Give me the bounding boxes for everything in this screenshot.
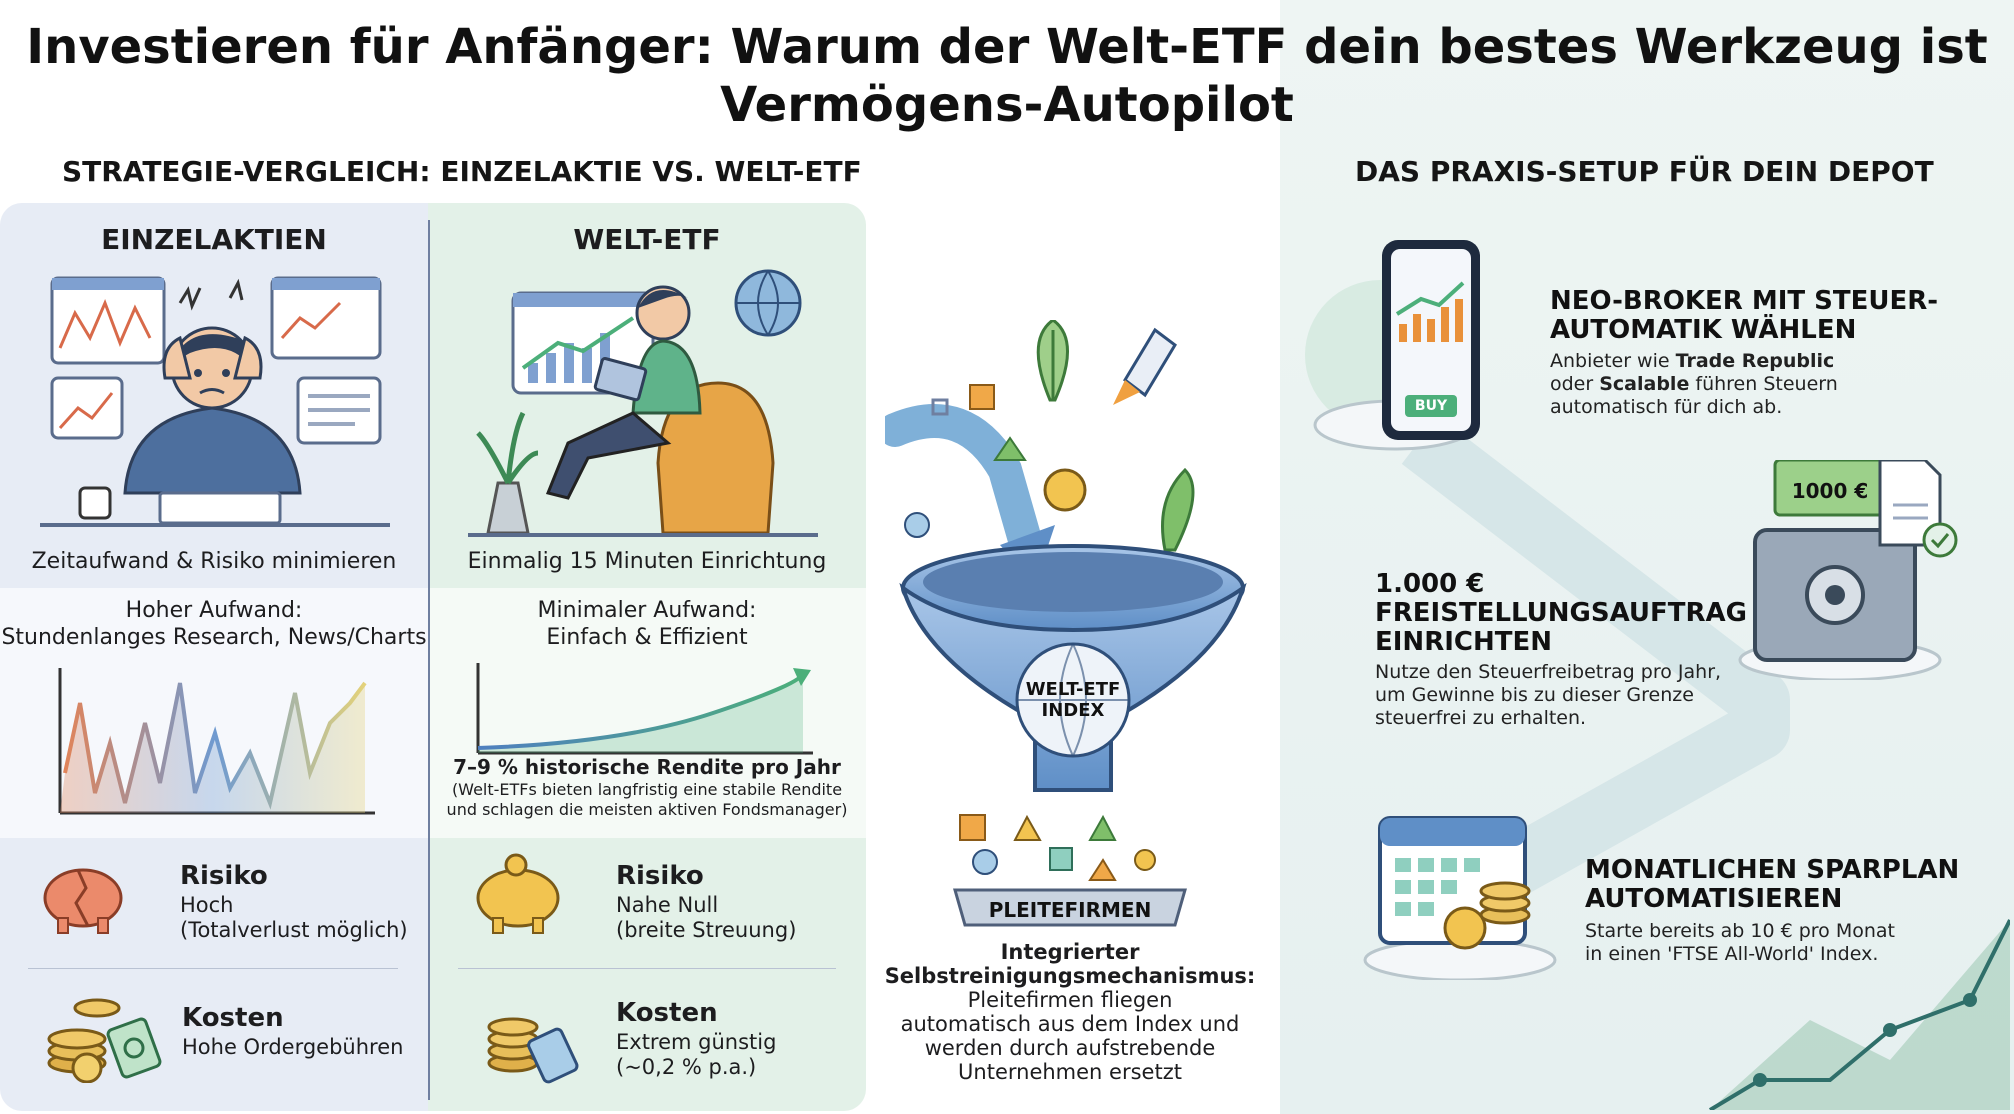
funnel-label-line2: INDEX <box>1042 700 1105 721</box>
welt-etf-risk-sub2: (breite Streuung) <box>616 918 797 942</box>
relaxed-investor-illustration <box>468 269 818 537</box>
broken-piggy-bank-icon <box>43 868 123 934</box>
funnel-caption-title2: Selbstreinigungsmechanismus: <box>884 964 1256 988</box>
step3-desc-line1: Starte bereits ab 10 € pro Monat <box>1585 920 1896 942</box>
page-title: Investieren für Anfänger: Warum der Welt… <box>0 18 2014 134</box>
title-line-1: Investieren für Anfänger: Warum der Welt… <box>26 19 1988 75</box>
safe-and-document-icon: 1000 € <box>1738 460 1958 680</box>
welt-etf-effort-sub: Einfach & Effizient <box>546 625 748 650</box>
welt-etf-cost-sub1: Extrem günstig <box>616 1030 777 1054</box>
step1-title-line1: NEO-BROKER MIT STEUER- <box>1550 286 1939 316</box>
einzelaktien-effort-title: Hoher Aufwand: <box>125 598 303 623</box>
step3-desc-line2: in einen 'FTSE All-World' Index. <box>1585 943 1879 965</box>
einzelaktien-caption: Zeitaufwand & Risiko minimieren <box>31 549 397 574</box>
step2-title-line1: 1.000 € <box>1375 569 1485 599</box>
panel-einzelaktien: EINZELAKTIEN Zeitaufwand & Risiko minimi… <box>0 203 428 1111</box>
step1-title-line2: AUTOMATIK WÄHLEN <box>1550 315 1857 345</box>
step1-desc-line2: oder Scalable führen Steuern <box>1550 373 1838 395</box>
einzelaktien-risk-label: Risiko <box>180 861 268 891</box>
cash-label: 1000 € <box>1792 479 1869 503</box>
step2-title-line3: EINRICHTEN <box>1375 627 1552 657</box>
phone-icon: BUY <box>1382 240 1480 440</box>
smooth-growth-chart-icon <box>476 663 813 755</box>
welt-etf-cost-sub2: (~0,2 % p.a.) <box>616 1055 757 1079</box>
funnel-caption-body4: Unternehmen ersetzt <box>958 1060 1182 1084</box>
einzelaktien-effort-sub: Stundenlanges Research, News/Charts <box>1 625 427 650</box>
step1-desc-line3: automatisch für dich ab. <box>1550 396 1783 418</box>
step3-title-line1: MONATLICHEN SPARPLAN <box>1585 855 1960 885</box>
coins-price-tag-icon <box>487 1017 579 1084</box>
column-divider <box>428 220 430 1100</box>
step2-desc-line1: Nutze den Steuerfreibetrag pro Jahr, <box>1375 661 1722 683</box>
title-line-2: Vermögens-Autopilot <box>720 77 1294 133</box>
volatile-chart-icon <box>58 668 375 815</box>
einzelaktien-risk-sub2: (Totalverlust möglich) <box>180 918 408 942</box>
step3-title-line2: AUTOMATISIEREN <box>1585 884 1843 914</box>
funnel-caption-body3: werden durch aufstrebende <box>924 1036 1216 1060</box>
funnel-ribbon-label: PLEITEFIRMEN <box>989 898 1152 922</box>
coins-price-tag-icon <box>47 998 162 1083</box>
welt-etf-title: WELT-ETF <box>573 223 721 256</box>
step1-desc-line1: Anbieter wie Trade Republic <box>1550 350 1835 372</box>
welt-etf-effort-title: Minimaler Aufwand: <box>537 598 757 623</box>
step2-desc-line2: um Gewinne bis zu dieser Grenze <box>1375 684 1694 706</box>
welt-etf-risk-sub1: Nahe Null <box>616 893 719 917</box>
welt-etf-cost-label: Kosten <box>616 998 718 1028</box>
step2-desc-line3: steuerfrei zu erhalten. <box>1375 707 1587 729</box>
einzelaktien-risk-sub1: Hoch <box>180 893 234 917</box>
comparison-heading: STRATEGIE-VERGLEICH: EINZELAKTIE VS. WEL… <box>62 155 862 188</box>
einzelaktien-cost-label: Kosten <box>182 1003 284 1033</box>
welt-etf-return-title: 7–9 % historische Rendite pro Jahr <box>453 755 841 779</box>
panel-welt-etf: WELT-ETF Einmalig 15 Minuten Einrichtung… <box>428 203 866 1111</box>
welt-etf-return-sub1: (Welt-ETFs bieten langfristig eine stabi… <box>451 780 843 799</box>
step2-title-line2: FREISTELLUNGSAUFTRAG <box>1375 598 1747 628</box>
etf-funnel-illustration: WELT-ETF INDEX PLEITEFIRMEN <box>885 320 1247 927</box>
piggy-bank-icon <box>476 853 560 934</box>
welt-etf-caption: Einmalig 15 Minuten Einrichtung <box>467 549 827 574</box>
calendar-coins-icon <box>1363 816 1557 980</box>
buy-button: BUY <box>1405 395 1457 417</box>
setup-heading: DAS PRAXIS-SETUP FÜR DEIN DEPOT <box>1355 155 1934 188</box>
funnel-label-line1: WELT-ETF <box>1026 679 1121 700</box>
welt-etf-risk-label: Risiko <box>616 861 704 891</box>
funnel-caption-title1: Integrierter <box>1000 940 1140 964</box>
einzelaktien-title: EINZELAKTIEN <box>101 223 327 256</box>
stressed-investor-illustration <box>40 276 390 527</box>
einzelaktien-cost-sub: Hohe Ordergebühren <box>182 1035 404 1059</box>
welt-etf-return-sub2: und schlagen die meisten aktiven Fondsma… <box>446 800 848 819</box>
funnel-caption-body2: automatisch aus dem Index und <box>900 1012 1240 1036</box>
funnel-caption-body1: Pleitefirmen fliegen <box>967 988 1173 1012</box>
